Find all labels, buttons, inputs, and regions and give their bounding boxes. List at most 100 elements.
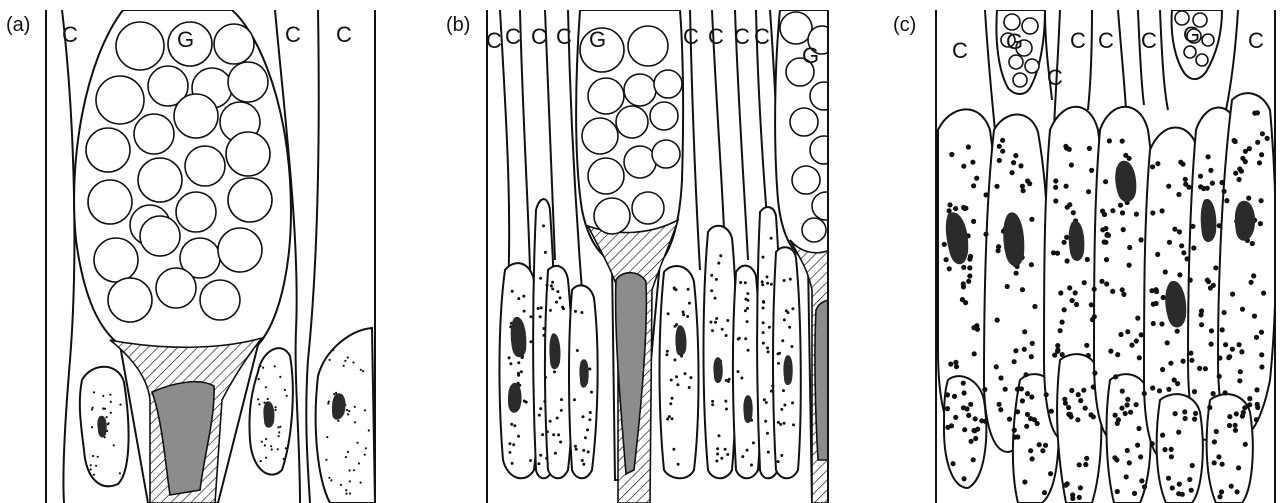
stipple-dot — [1099, 279, 1104, 284]
stipple-dot — [1020, 398, 1025, 403]
stipple-dot — [1198, 312, 1203, 317]
stipple-dot — [582, 415, 585, 418]
stipple-dot — [1139, 237, 1144, 242]
mucin-granule — [174, 94, 218, 138]
stipple-dot — [1150, 385, 1155, 390]
stipple-dot — [1233, 428, 1238, 433]
stipple-dot — [556, 290, 559, 293]
stipple-dot — [110, 412, 112, 414]
stipple-dot — [1110, 289, 1115, 294]
stipple-dot — [947, 266, 952, 271]
stipple-dot — [752, 441, 755, 444]
stipple-dot — [1205, 278, 1210, 283]
stipple-dot — [1053, 198, 1058, 203]
stipple-dot — [761, 283, 764, 286]
stipple-dot — [1134, 402, 1139, 407]
stipple-dot — [523, 400, 526, 403]
stipple-dot — [337, 420, 339, 422]
stipple-dot — [1161, 295, 1166, 300]
stipple-dot — [967, 273, 972, 278]
stipple-dot — [549, 309, 552, 312]
stipple-dot — [762, 331, 765, 334]
stipple-dot — [970, 160, 975, 165]
stipple-dot — [275, 409, 277, 411]
stipple-dot — [260, 460, 262, 462]
stipple-dot — [741, 455, 744, 458]
stipple-dot — [1217, 494, 1222, 499]
stipple-dot — [777, 421, 780, 424]
stipple-dot — [1139, 478, 1144, 483]
stipple-dot — [984, 192, 989, 197]
stipple-dot — [1259, 352, 1264, 357]
mucin-granule — [582, 118, 618, 154]
stipple-dot — [550, 284, 553, 287]
stipple-dot — [1070, 298, 1075, 303]
stipple-dot — [1110, 208, 1115, 213]
stipple-dot — [588, 368, 591, 371]
stipple-dot — [1170, 485, 1175, 490]
stipple-dot — [973, 416, 978, 421]
stipple-dot — [529, 340, 532, 343]
nucleus — [508, 383, 522, 413]
stipple-dot — [1189, 488, 1194, 493]
stipple-dot — [1212, 460, 1217, 465]
stipple-dot — [961, 381, 966, 386]
stipple-dot — [1062, 240, 1067, 245]
stipple-dot — [1086, 353, 1091, 358]
stipple-dot — [787, 311, 790, 314]
stipple-dot — [279, 376, 281, 378]
stipple-dot — [1209, 342, 1214, 347]
stipple-dot — [1188, 278, 1193, 283]
stipple-dot — [1084, 343, 1089, 348]
stipple-dot — [1193, 411, 1198, 416]
stipple-dot — [586, 428, 589, 431]
stipple-dot — [1249, 280, 1254, 285]
stipple-dot — [1129, 343, 1134, 348]
stipple-dot — [360, 369, 362, 371]
stipple-dot — [762, 342, 765, 345]
stipple-dot — [1166, 387, 1171, 392]
stipple-dot — [790, 345, 793, 348]
cell-label-goblet: G — [1006, 29, 1023, 54]
cell-label-goblet: G — [589, 27, 606, 52]
stipple-dot — [968, 402, 973, 407]
stipple-dot — [1132, 491, 1137, 496]
stipple-dot — [1198, 174, 1203, 179]
stipple-dot — [962, 427, 967, 432]
stipple-dot — [1032, 417, 1037, 422]
stipple-dot — [1254, 335, 1259, 340]
stipple-dot — [1081, 388, 1086, 393]
stipple-dot — [711, 329, 714, 332]
stipple-dot — [1024, 424, 1029, 429]
mucin-granule — [176, 192, 216, 232]
stipple-dot — [994, 184, 999, 189]
stipple-dot — [1113, 413, 1118, 418]
stipple-dot — [725, 334, 728, 337]
stipple-dot — [1175, 381, 1180, 386]
stipple-dot — [949, 152, 954, 157]
stipple-dot — [1025, 391, 1030, 396]
stipple-dot — [511, 462, 514, 465]
stipple-dot — [1065, 205, 1070, 210]
stipple-dot — [326, 436, 328, 438]
stipple-dot — [1190, 463, 1195, 468]
stipple-dot — [95, 465, 97, 467]
stipple-dot — [110, 401, 112, 403]
stipple-dot — [746, 299, 749, 302]
stipple-dot — [792, 423, 795, 426]
stipple-dot — [1220, 462, 1225, 467]
stipple-dot — [1074, 302, 1079, 307]
mucin-granule — [628, 26, 668, 66]
stipple-dot — [1091, 384, 1096, 389]
stipple-dot — [1125, 397, 1130, 402]
stipple-dot — [674, 325, 677, 328]
stipple-dot — [1217, 223, 1222, 228]
stipple-dot — [584, 436, 587, 439]
mucin-granule — [1202, 34, 1214, 46]
mucin-granule — [88, 180, 132, 224]
stipple-dot — [1119, 406, 1124, 411]
stipple-dot — [1213, 265, 1218, 270]
stipple-dot — [1181, 359, 1186, 364]
stipple-dot — [93, 391, 95, 393]
stipple-dot — [762, 307, 765, 310]
